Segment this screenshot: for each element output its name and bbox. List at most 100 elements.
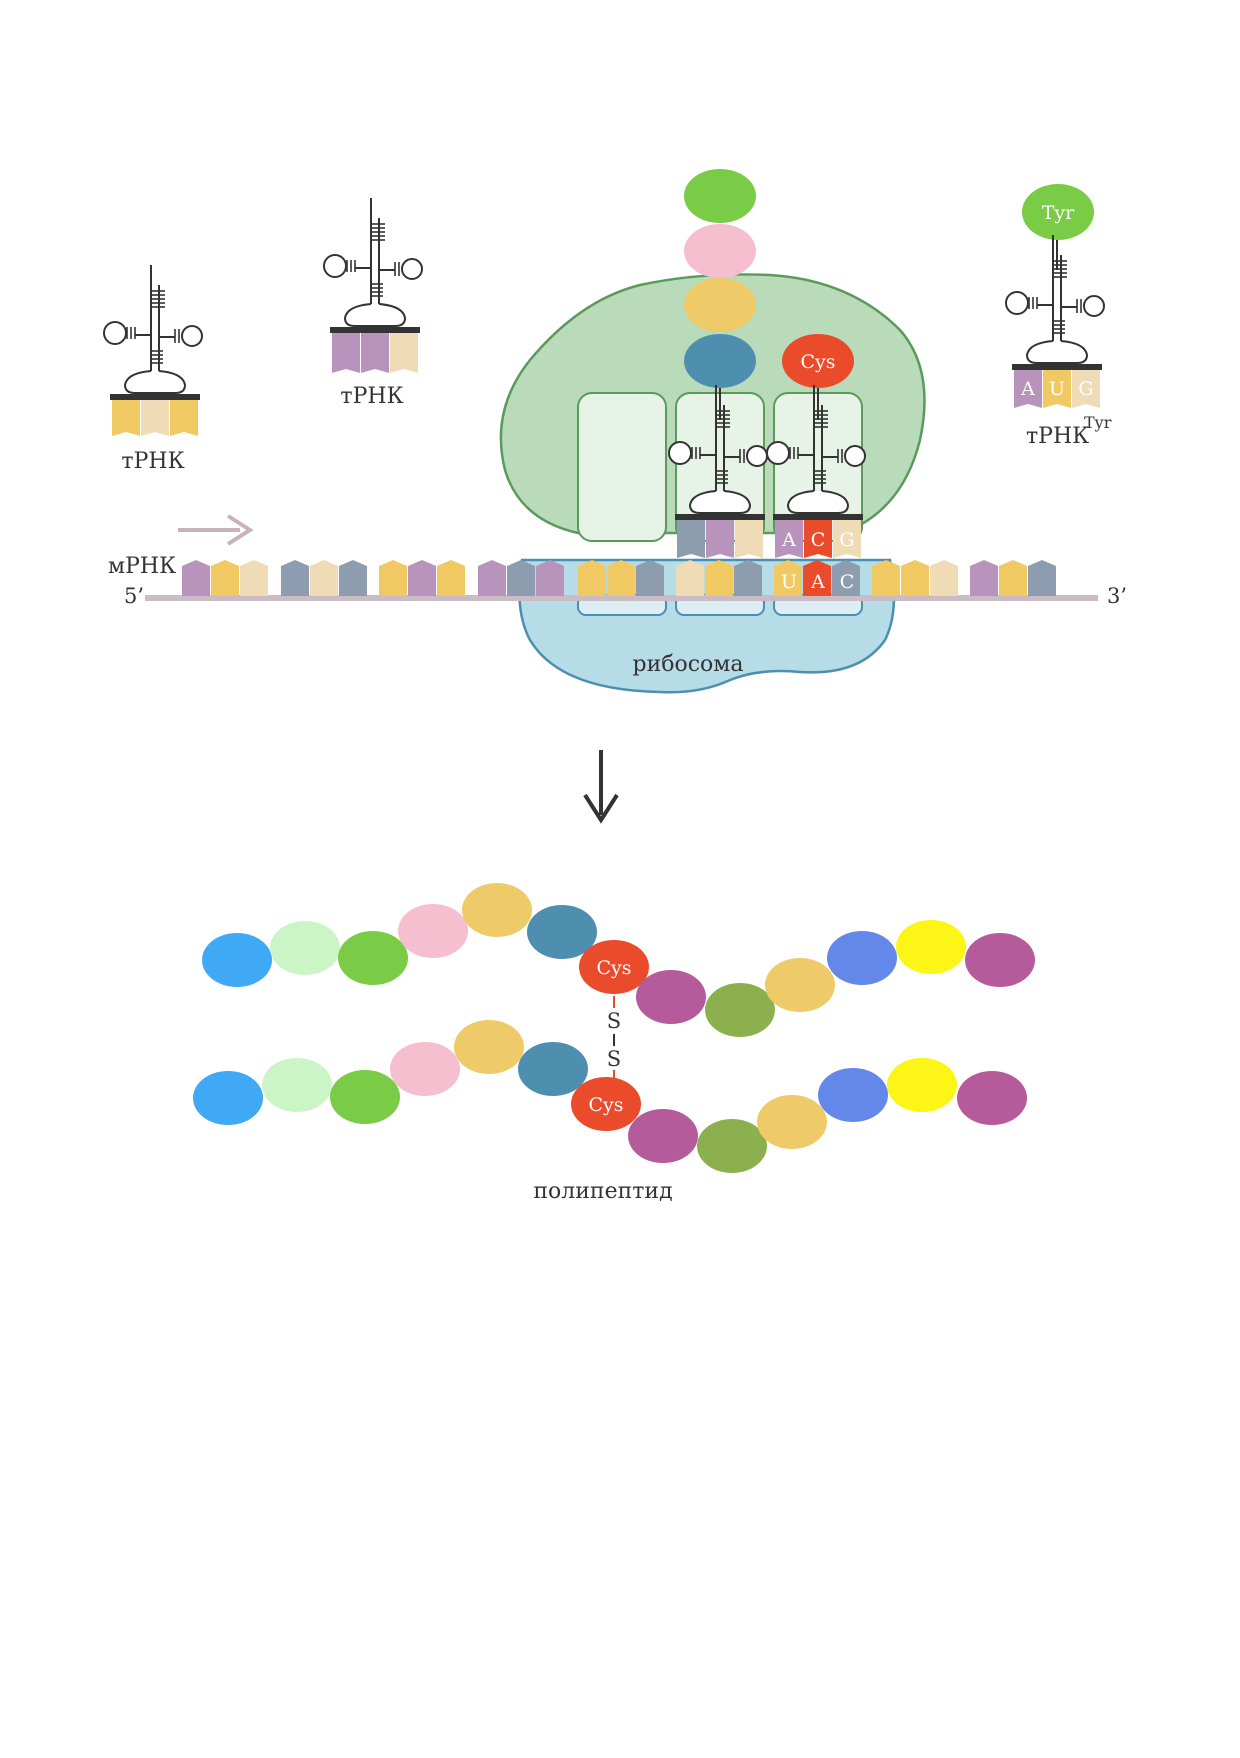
amino-acid [697, 1119, 767, 1173]
mrna-base [211, 560, 239, 596]
direction-arrow-icon [178, 514, 254, 546]
mrna-base [408, 560, 436, 596]
aa-cys-ribosome-label: Cys [800, 351, 835, 373]
amino-acid [193, 1071, 263, 1125]
amino-acid [462, 883, 532, 937]
asite-codon-labels: U A C [781, 571, 854, 593]
mrna-base [1028, 560, 1056, 596]
mrna-base [607, 560, 635, 596]
three-prime-label: 3’ [1107, 584, 1127, 608]
aa-cys [571, 1077, 641, 1131]
mrna-base [437, 560, 465, 596]
mrna-base [970, 560, 998, 596]
asite-anticodon: A C G [775, 520, 861, 558]
trna-middle-label: тРНК [340, 384, 403, 409]
aa-cys-ribosome [782, 334, 854, 388]
polypeptide-chain-top: Cys [202, 883, 1035, 1037]
mrna-base [832, 560, 860, 596]
aa-cys [579, 940, 649, 994]
amino-acid [398, 904, 468, 958]
anticodon-base-a: A [781, 529, 796, 551]
base-a: A [1020, 378, 1035, 400]
anticodon-base-c: C [811, 529, 826, 551]
sulfur-1: S [607, 1009, 621, 1033]
mrna-base [536, 560, 564, 596]
polypeptide-chain-bottom: Cys [193, 1020, 1027, 1173]
amino-acid [818, 1068, 888, 1122]
trna-left: тРНК [103, 264, 203, 474]
mrna-base [901, 560, 929, 596]
ribosome-label: рибосома [632, 652, 743, 677]
mrna-base [379, 560, 407, 596]
amino-acid [765, 958, 835, 1012]
peptide-aa-1 [684, 169, 756, 223]
trna-left-label: тРНК [121, 449, 184, 474]
amino-acid [330, 1070, 400, 1124]
amino-acid [390, 1042, 460, 1096]
amino-acid [262, 1058, 332, 1112]
trna-middle: тРНК [323, 197, 423, 409]
amino-acid [518, 1042, 588, 1096]
mrna-label: мРНК [108, 554, 176, 579]
mrna-base [310, 560, 338, 596]
trna-tyr-label: тРНК [1026, 424, 1089, 449]
aa-cys-label: Cys [596, 957, 631, 979]
mrna-base [872, 560, 900, 596]
aa-tyr-label: Tyr [1042, 202, 1075, 224]
mrna-base [999, 560, 1027, 596]
down-arrow-icon [583, 750, 619, 824]
amino-acid [827, 931, 897, 985]
amino-acid [965, 933, 1035, 987]
amino-acid [957, 1071, 1027, 1125]
growing-peptide [684, 169, 756, 420]
mrna-base [240, 560, 268, 596]
trna-left-anticodon [112, 400, 198, 436]
amino-acid [628, 1109, 698, 1163]
mrna-base [182, 560, 210, 596]
amino-acid [527, 905, 597, 959]
polypeptide-label: полипептид [533, 1179, 672, 1204]
mrna-base [636, 560, 664, 596]
mrna-base [281, 560, 309, 596]
aa-cys-label: Cys [588, 1094, 623, 1116]
codon-base-a: A [810, 571, 825, 593]
trna-middle-anticodon [332, 333, 418, 373]
mrna-base [578, 560, 606, 596]
asite-cys: Cys [782, 334, 854, 420]
base-g: G [1078, 378, 1093, 400]
five-prime-label: 5’ [124, 584, 144, 608]
trna-tyr-superscript: Tyr [1084, 413, 1112, 432]
amino-acid [887, 1058, 957, 1112]
amino-acid [705, 983, 775, 1037]
mrna-base [676, 560, 704, 596]
codon-base-u: U [781, 571, 797, 593]
trna-tyr-anticodon: A U G [1014, 370, 1100, 408]
peptide-aa-3 [684, 278, 756, 332]
amino-acid [270, 921, 340, 975]
sulfur-2: S [607, 1047, 621, 1071]
anticodon-base-g: G [839, 529, 854, 551]
mrna-base [930, 560, 958, 596]
mrna-base [734, 560, 762, 596]
mrna-base [774, 560, 802, 596]
psite-anticodon [677, 520, 763, 558]
mrna-base [803, 560, 831, 596]
mrna-codons [182, 560, 1056, 596]
base-u: U [1049, 378, 1065, 400]
amino-acid [338, 931, 408, 985]
disulfide-bond: S S [607, 996, 621, 1082]
trna-tyr: Tyr A U G тРНК Tyr [1005, 184, 1112, 449]
peptide-aa-4 [684, 334, 756, 388]
peptide-aa-2 [684, 224, 756, 278]
mrna-base [507, 560, 535, 596]
amino-acid [896, 920, 966, 974]
mrna-base [478, 560, 506, 596]
amino-acid [636, 970, 706, 1024]
codon-base-c: C [840, 571, 855, 593]
amino-acid [757, 1095, 827, 1149]
aa-tyr [1022, 184, 1094, 240]
amino-acid [454, 1020, 524, 1074]
mrna-base [705, 560, 733, 596]
